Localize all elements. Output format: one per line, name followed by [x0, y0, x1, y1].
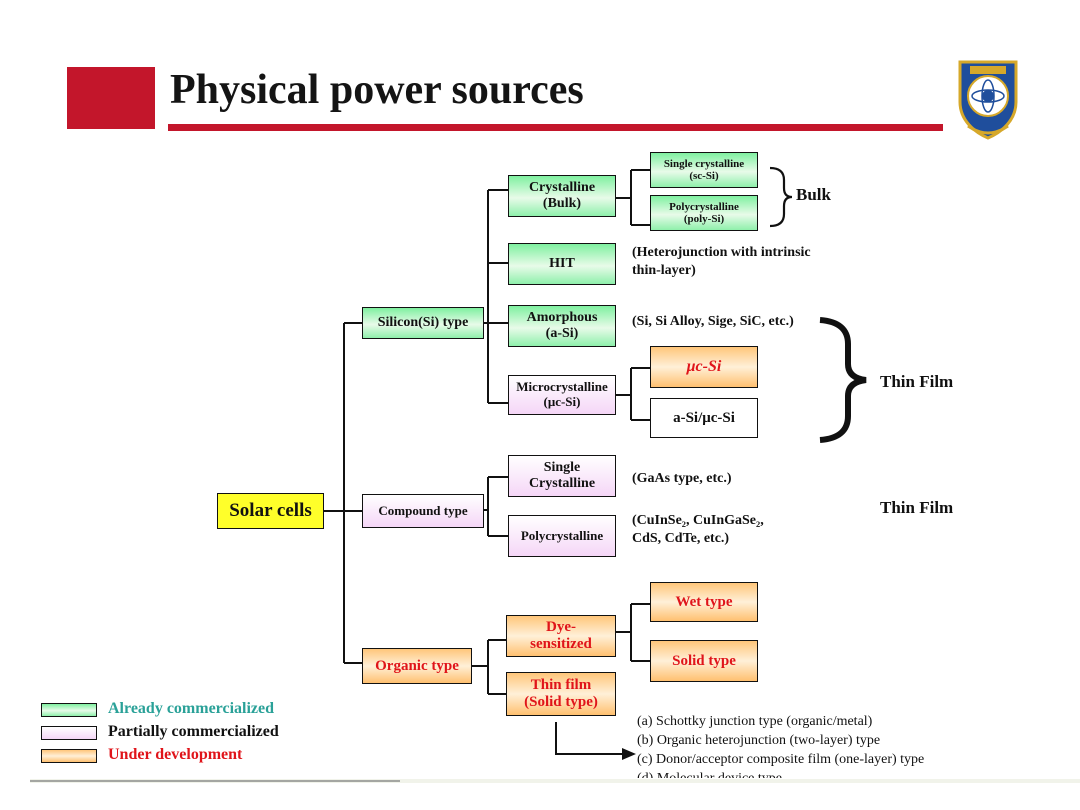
university-seal-icon — [958, 60, 1018, 140]
legend-swatch-partial — [41, 726, 97, 740]
organic-type-item: (a) Schottky junction type (organic/meta… — [637, 714, 873, 729]
legend-label-commercialized: Already commercialized — [108, 700, 275, 717]
node-single-crystalline-compound: Single Crystalline — [508, 455, 616, 497]
node-microcrystalline: Microcrystalline (μc-Si) — [508, 375, 616, 415]
polycrystalline-note-line-1: (CuInSe₂, CuInGaSe₂, — [632, 513, 764, 528]
legend-label-partial: Partially commercialized — [108, 723, 279, 740]
node-silicon-type: Silicon(Si) type — [362, 307, 484, 339]
hit-note: (Heterojunction with intrinsic thin-laye… — [632, 245, 811, 278]
node-dye-sensitized: Dye- sensitized — [506, 615, 616, 657]
title-underline — [168, 124, 943, 131]
thin-film-label-compound: Thin Film — [880, 498, 954, 517]
polycrystalline-note-line-2: CdS, CdTe, etc.) — [632, 530, 730, 546]
node-polycrystalline-si: Polycrystalline (poly-Si) — [650, 195, 758, 231]
node-single-crystalline: Single crystalline (sc-Si) — [650, 152, 758, 188]
organic-types-list: (a) Schottky junction type (organic/meta… — [637, 712, 924, 778]
node-wet-type: Wet type — [650, 582, 758, 622]
legend-swatch-commercialized — [41, 703, 97, 717]
organic-type-item: (b) Organic heterojunction (two-layer) t… — [637, 733, 881, 748]
node-solid-type: Solid type — [650, 640, 758, 682]
node-amorphous: Amorphous (a-Si) — [508, 305, 616, 347]
polycrystalline-note: (CuInSe₂, CuInGaSe₂, CdS, CdTe, etc.) — [632, 512, 764, 547]
node-crystalline-bulk: Crystalline (Bulk) — [508, 175, 616, 217]
amorphous-note: (Si, Si Alloy, Sige, SiC, etc.) — [632, 314, 794, 329]
page-title: Physical power sources — [170, 67, 584, 113]
node-polycrystalline-compound: Polycrystalline — [508, 515, 616, 557]
node-compound-type: Compound type — [362, 494, 484, 528]
single-crystalline-note: (GaAs type, etc.) — [632, 471, 732, 486]
node-thin-film-solid-type: Thin film (Solid type) — [506, 672, 616, 716]
thin-film-label-silicon: Thin Film — [880, 372, 954, 391]
organic-type-item: (c) Donor/acceptor composite film (one-l… — [637, 752, 925, 767]
node-a-si-uc-si: a-Si/μc-Si — [650, 398, 758, 438]
bulk-label: Bulk — [796, 185, 831, 204]
title-accent-square — [67, 67, 155, 129]
legend-label-development: Under development — [108, 746, 243, 763]
organic-type-item: (d) Molecular device type — [637, 769, 924, 778]
node-uc-si: μc-Si — [650, 346, 758, 388]
node-organic-type: Organic type — [362, 648, 472, 684]
legend-swatch-development — [41, 749, 97, 763]
node-hit: HIT — [508, 243, 616, 285]
root-solar-cells: Solar cells — [217, 493, 324, 529]
